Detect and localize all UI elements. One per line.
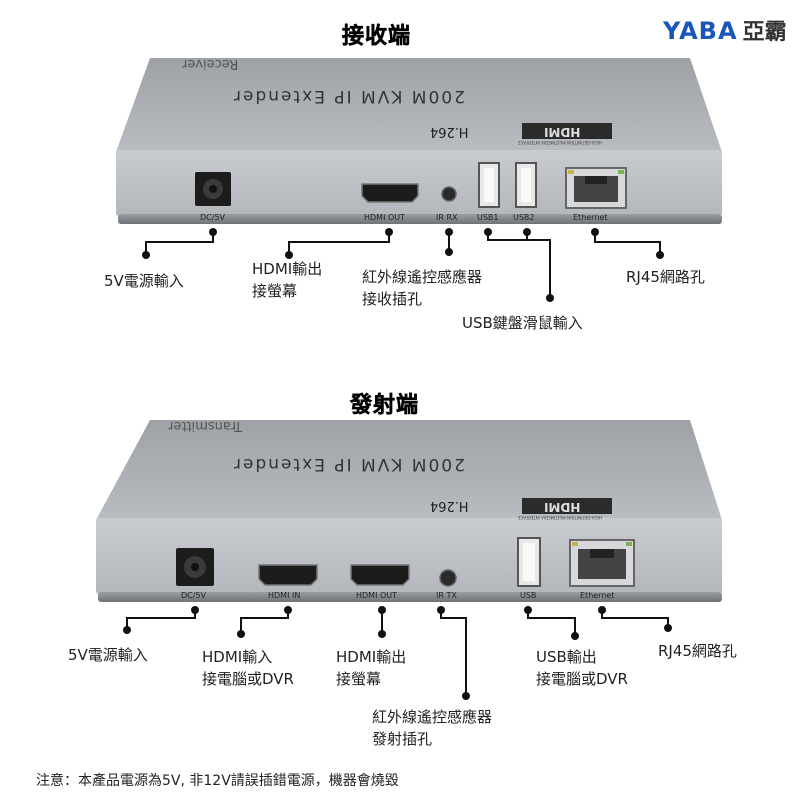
receiver-ir-rx-port bbox=[441, 186, 457, 202]
transmitter-hdmi-in-port bbox=[258, 564, 318, 586]
receiver-title: 接收端 bbox=[342, 24, 412, 50]
transmitter-codec-label: H.264 bbox=[430, 498, 469, 513]
transmitter-logo-tagline: HIGH-DEFINITION MULTIMEDIA INTERFACE bbox=[518, 515, 602, 520]
transmitter-callout-rj45: RJ45網路孔 bbox=[658, 642, 737, 660]
transmitter-line-rj45 bbox=[601, 610, 669, 628]
footer-note: 注意：本產品電源為5V, 非12V請誤插錯電源，機器會燒毀 bbox=[36, 773, 399, 789]
receiver-line-hdmi bbox=[288, 232, 390, 255]
receiver-line-rj45 bbox=[594, 232, 661, 255]
transmitter-top-panel bbox=[96, 420, 722, 520]
receiver-port-label-usb1: USB1 bbox=[477, 213, 499, 222]
transmitter-callout-power: 5V電源輸入 bbox=[68, 646, 148, 664]
transmitter-hdmi-out-port bbox=[350, 564, 410, 586]
transmitter-port-label-hdmi-out: HDMI OUT bbox=[356, 591, 398, 600]
receiver-callout-ir: 紅外線遙控感應器 接收插孔 bbox=[362, 268, 483, 308]
transmitter-callout-dots bbox=[123, 606, 672, 700]
transmitter-line-ir bbox=[440, 610, 467, 696]
receiver-base bbox=[118, 214, 722, 224]
receiver-callout-rj45: RJ45網路孔 bbox=[626, 268, 705, 286]
transmitter-hdmi-logo: HDMI bbox=[544, 500, 581, 514]
transmitter-line-hdmi-in bbox=[240, 610, 289, 634]
receiver-port-label-ethernet: Ethernet bbox=[573, 213, 608, 222]
transmitter-callout-hdmi-in: HDMI輸入 接電腦或DVR bbox=[202, 648, 294, 688]
transmitter-port-label-dc: DC/5V bbox=[181, 591, 207, 600]
transmitter-hdmi-logo-plate bbox=[522, 498, 612, 514]
transmitter-product-label: 200M KVM IP Extender bbox=[232, 454, 465, 474]
transmitter-callout-ir: 紅外線遙控感應器 發射插孔 bbox=[372, 708, 493, 748]
receiver-callout-usb: USB鍵盤滑鼠輸入 bbox=[462, 314, 583, 332]
transmitter-device bbox=[96, 420, 722, 602]
receiver-product-label: 200M KVM IP Extender bbox=[232, 86, 465, 106]
transmitter-callout-usb: USB輸出 接電腦或DVR bbox=[536, 648, 628, 688]
transmitter-top-label: Transmitter bbox=[168, 418, 243, 433]
brand-logo: YABA 亞霸 bbox=[663, 14, 787, 46]
transmitter-callout-hdmi-out: HDMI輸出 接螢幕 bbox=[336, 648, 407, 688]
receiver-hdmi-logo: HDMI bbox=[544, 125, 581, 139]
receiver-top-label: Receiver bbox=[182, 56, 239, 71]
brand-logo-text: YABA bbox=[663, 17, 738, 45]
transmitter-line-usb bbox=[527, 610, 576, 636]
transmitter-port-label-usb: USB bbox=[520, 591, 537, 600]
receiver-line-usb bbox=[527, 239, 551, 298]
transmitter-ir-tx-port bbox=[439, 569, 457, 587]
transmitter-front-panel bbox=[96, 518, 722, 594]
brand-name-cn: 亞霸 bbox=[742, 20, 787, 45]
transmitter-port-label-hdmi-in: HDMI IN bbox=[268, 591, 301, 600]
receiver-hdmi-out-port bbox=[361, 183, 419, 203]
receiver-line-usb-join bbox=[487, 232, 528, 241]
receiver-logo-tagline: HIGH-DEFINITION MULTIMEDIA INTERFACE bbox=[518, 140, 602, 145]
transmitter-base bbox=[98, 592, 722, 602]
receiver-port-label-dc: DC/5V bbox=[200, 213, 226, 222]
receiver-port-label-hdmi-out: HDMI OUT bbox=[364, 213, 406, 222]
transmitter-port-label-ethernet: Ethernet bbox=[580, 591, 615, 600]
transmitter-port-label-ir-tx: IR TX bbox=[436, 591, 457, 600]
receiver-callout-power: 5V電源輸入 bbox=[104, 272, 184, 290]
receiver-port-label-usb2: USB2 bbox=[513, 213, 535, 222]
receiver-port-label-ir-rx: IR RX bbox=[436, 213, 458, 222]
receiver-codec-label: H.264 bbox=[430, 124, 469, 139]
transmitter-title: 發射端 bbox=[350, 393, 420, 419]
transmitter-line-power bbox=[126, 610, 196, 630]
receiver-hdmi-logo-plate bbox=[522, 123, 612, 139]
receiver-callout-hdmi: HDMI輸出 接螢幕 bbox=[252, 260, 323, 300]
receiver-device bbox=[116, 58, 722, 224]
receiver-callout-dots bbox=[142, 228, 664, 302]
receiver-line-power bbox=[145, 232, 214, 255]
